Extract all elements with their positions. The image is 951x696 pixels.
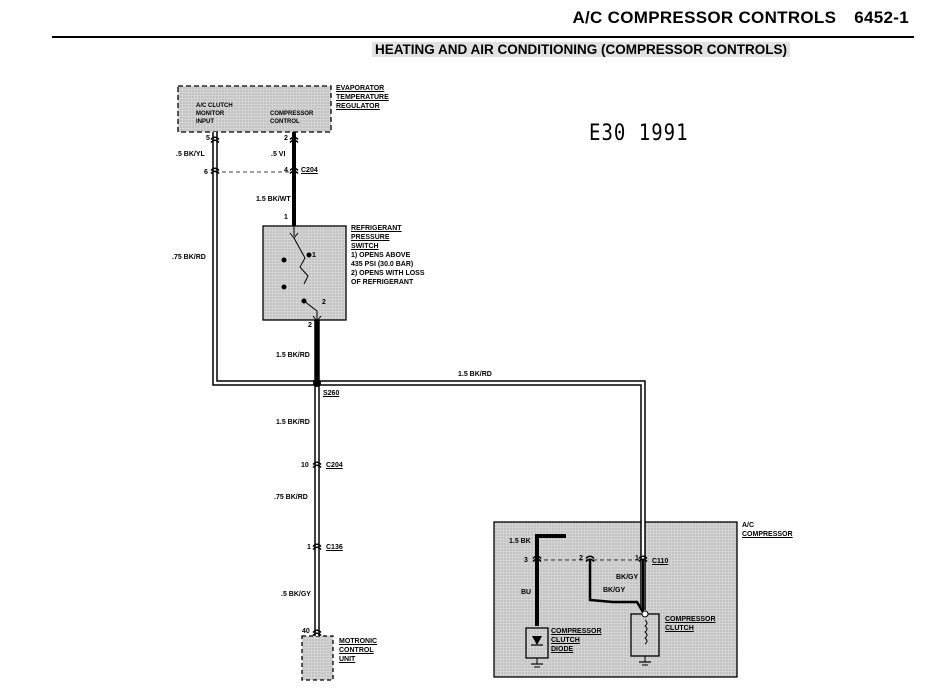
compressor-box — [493, 521, 738, 678]
contact-label: 2 — [322, 299, 326, 306]
model-tag: E30 1991 — [589, 120, 689, 146]
wire-label: .75 BK/RD — [172, 254, 206, 261]
page-header: A/C COMPRESSOR CONTROLS 6452-1 — [572, 8, 909, 28]
ac-clutch-monitor-input-label: A/C CLUTCH MONITOR INPUT — [196, 103, 233, 125]
evaporator-regulator-label: EVAPORATOR TEMPERATURE REGULATOR — [336, 85, 389, 110]
wire-label: BK/GY — [603, 587, 626, 594]
wire-label: .5 BK/GY — [281, 591, 311, 598]
pressure-switch-box — [262, 225, 347, 321]
wire-label: 1.5 BK — [509, 538, 531, 545]
page-title: A/C COMPRESSOR CONTROLS — [572, 8, 837, 27]
wire-label: BU — [521, 589, 532, 596]
wire-label: 1.5 BK/RD — [276, 352, 310, 359]
compressor-clutch-diode-label: COMPRESSOR CLUTCH DIODE — [551, 628, 602, 653]
pin-label: 1 — [307, 544, 311, 551]
wire-label: BK/GY — [616, 574, 639, 581]
connector-label: C204 — [301, 167, 318, 174]
compressor-label: A/C COMPRESSOR — [742, 522, 793, 538]
pin-label: 3 — [524, 557, 528, 564]
pin-label: 2 — [284, 135, 288, 142]
motronic-label: MOTRONIC CONTROL UNIT — [339, 638, 378, 663]
compressor-control-label: COMPRESSOR CONTROL — [270, 111, 314, 125]
pin-label: 6 — [204, 169, 208, 176]
connector-label: C110 — [652, 558, 669, 565]
pin-label: 4 — [284, 167, 288, 174]
splice-label: S260 — [323, 390, 340, 397]
pin-label: 2 — [579, 555, 583, 562]
pressure-switch-contacts — [281, 226, 322, 322]
pin-label: 10 — [301, 462, 309, 469]
wire-label: .75 BK/RD — [274, 494, 308, 501]
compressor-internal-wiring — [535, 534, 645, 626]
section-title: HEATING AND AIR CONDITIONING (COMPRESSOR… — [372, 42, 790, 57]
pin-label: 40 — [302, 628, 310, 635]
compressor-clutch-coil — [630, 610, 660, 666]
wire-label: 1.5 BK/RD — [458, 371, 492, 378]
wire-label: .5 BK/YL — [176, 151, 205, 158]
connector-label: C136 — [326, 544, 343, 551]
evaporator-regulator-box — [177, 85, 332, 133]
compressor-clutch-diode — [525, 627, 549, 668]
pressure-switch-label: REFRIGERANT PRESSURE SWITCH 1) OPENS ABO… — [351, 225, 425, 286]
motronic-box — [301, 635, 334, 681]
wire-label: 1.5 BK/RD — [276, 419, 310, 426]
wire-label: 1.5 BK/WT — [256, 196, 291, 203]
pin-label: 5 — [206, 135, 210, 142]
pin-label: 1 — [635, 555, 639, 562]
splice-s260 — [313, 379, 321, 387]
pin-label: 1 — [284, 214, 288, 221]
pin-label: 2 — [308, 322, 312, 329]
compressor-clutch-label: COMPRESSOR CLUTCH — [665, 616, 716, 632]
wire-label: .5 VI — [271, 151, 286, 158]
contact-label: 1 — [312, 252, 316, 259]
page-number: 6452-1 — [854, 8, 909, 27]
connector-label: C204 — [326, 462, 343, 469]
header-rule — [52, 36, 914, 38]
